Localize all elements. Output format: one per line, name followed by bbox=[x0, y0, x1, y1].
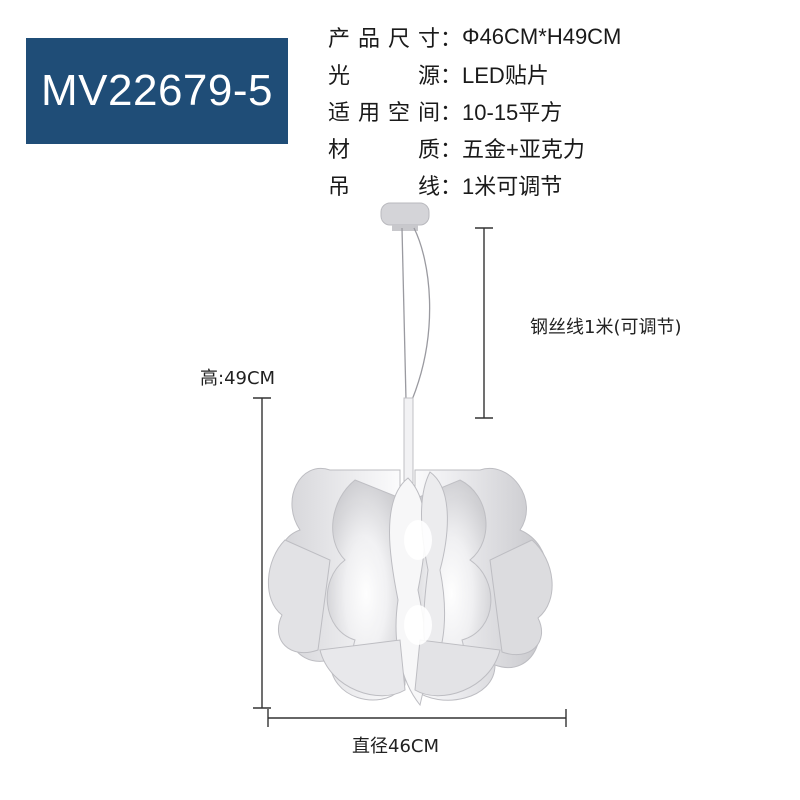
spec-list: 产品尺寸 ： Φ46CM*H49CM 光源 ： LED贴片 适用空间 ： 10-… bbox=[328, 18, 621, 203]
diameter-dimension bbox=[267, 709, 567, 727]
spec-colon: ： bbox=[440, 174, 463, 200]
height-dimension bbox=[253, 397, 271, 709]
model-code-badge: MV22679-5 bbox=[26, 38, 288, 144]
spec-row-space: 适用空间 ： 10-15平方 bbox=[328, 92, 621, 129]
spec-value: Φ46CM*H49CM bbox=[462, 23, 622, 49]
spec-colon: ： bbox=[440, 137, 463, 163]
model-code: MV22679-5 bbox=[41, 66, 273, 115]
spec-colon: ： bbox=[440, 63, 463, 89]
spec-value: LED贴片 bbox=[462, 62, 549, 88]
ceiling-canopy bbox=[380, 202, 430, 231]
spec-value: 10-15平方 bbox=[462, 99, 563, 125]
spec-label: 产品尺寸 bbox=[328, 26, 440, 52]
diameter-label: 直径46CM bbox=[352, 736, 440, 757]
spec-value: 1米可调节 bbox=[462, 173, 563, 199]
spec-label: 适用空间 bbox=[328, 100, 440, 126]
wire-length-label: 钢丝线1米(可调节) bbox=[530, 317, 682, 338]
spec-row-size: 产品尺寸 ： Φ46CM*H49CM bbox=[328, 18, 621, 55]
spec-colon: ： bbox=[440, 100, 463, 126]
spec-row-cable: 吊线 ： 1米可调节 bbox=[328, 166, 621, 203]
suspension-wire bbox=[401, 227, 431, 401]
spec-label: 吊线 bbox=[328, 174, 440, 200]
height-label: 高:49CM bbox=[200, 368, 276, 389]
wire-length-dimension bbox=[475, 227, 493, 419]
spec-label: 光源 bbox=[328, 63, 440, 89]
acrylic-petal-shade bbox=[268, 467, 553, 707]
light-glow bbox=[404, 520, 432, 645]
spec-value: 五金+亚克力 bbox=[462, 136, 585, 162]
spec-row-material: 材质 ： 五金+亚克力 bbox=[328, 129, 621, 166]
spec-row-light-source: 光源 ： LED贴片 bbox=[328, 55, 621, 92]
spec-label: 材质 bbox=[328, 137, 440, 163]
spec-colon: ： bbox=[440, 26, 463, 52]
